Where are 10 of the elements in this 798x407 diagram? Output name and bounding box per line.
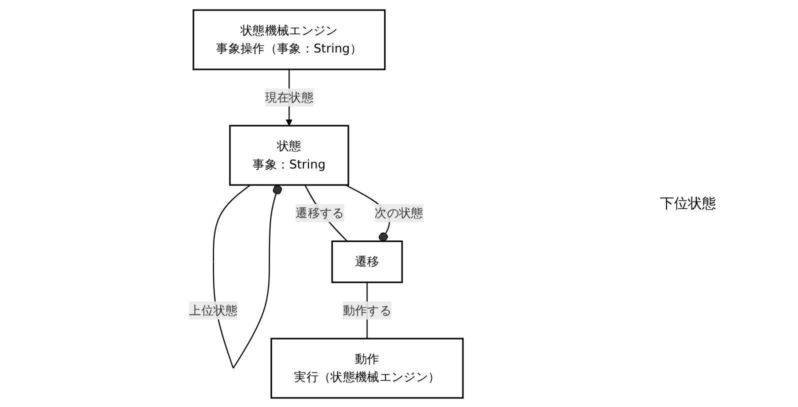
node-box: 動作 実行（状態機械エンジン）: [270, 337, 464, 398]
node-box: 遷移: [331, 240, 403, 283]
edge-label: 遷移する: [296, 205, 344, 220]
role-label: 下位状態: [660, 194, 717, 212]
edge-label: 動作する: [342, 302, 392, 317]
node-box: 状態機械エンジン 事象操作（事象：String）: [192, 8, 386, 70]
edge-label: 次の状態: [374, 205, 424, 220]
edge-label: 上位状態: [189, 302, 238, 317]
edge-label: 現在状態: [264, 89, 314, 104]
node-box: 状態 事象：String: [229, 124, 350, 186]
